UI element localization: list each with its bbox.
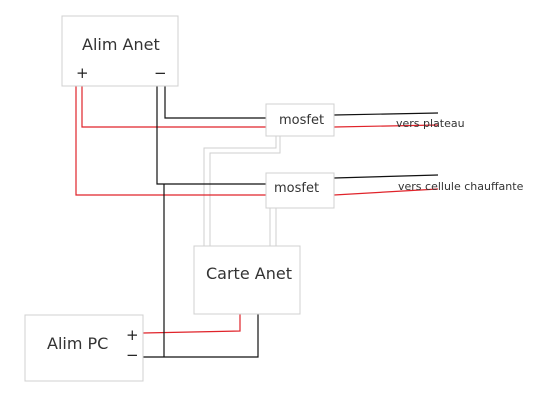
- alim-anet-box: Alim Anet + −: [61, 15, 179, 87]
- output-cellule-label: vers cellule chauffante: [398, 180, 524, 193]
- output-plateau-label: vers plateau: [396, 117, 465, 130]
- alim-pc-plus: +: [126, 326, 139, 344]
- alim-pc-minus: −: [126, 346, 139, 364]
- mosfet-top-box: mosfet: [265, 103, 335, 137]
- negative-wires: [143, 86, 439, 358]
- mosfet-bottom-box: mosfet: [265, 172, 335, 209]
- alim-pc-box: Alim PC + −: [24, 314, 144, 382]
- alim-anet-minus: −: [154, 64, 167, 82]
- signal-wires: [203, 136, 281, 248]
- positive-wires: [75, 86, 439, 334]
- mosfet-top-label: mosfet: [279, 113, 324, 128]
- mosfet-bottom-label: mosfet: [274, 181, 319, 196]
- alim-anet-label: Alim Anet: [82, 35, 160, 54]
- carte-anet-box: Carte Anet: [193, 245, 301, 315]
- carte-anet-label: Carte Anet: [206, 264, 292, 283]
- alim-pc-label: Alim PC: [47, 334, 108, 353]
- alim-anet-plus: +: [76, 64, 89, 82]
